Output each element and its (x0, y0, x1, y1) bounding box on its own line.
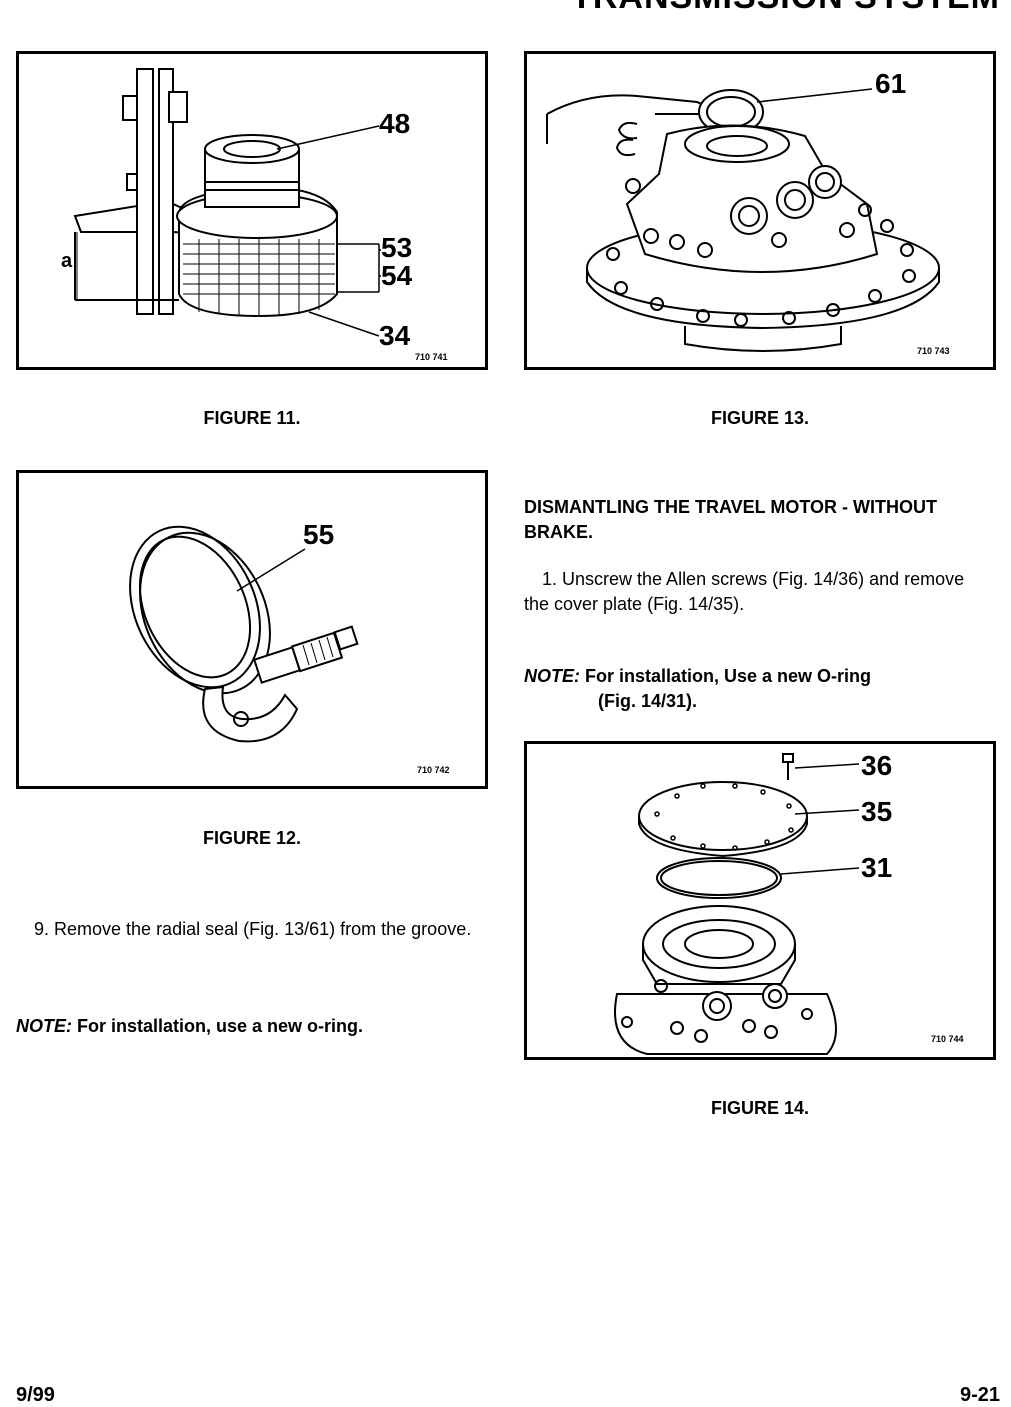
footer-date: 9/99 (16, 1384, 55, 1406)
callout-53: 53 (381, 232, 413, 263)
figure-13-caption: FIGURE 13. (710, 408, 810, 428)
figure-11-box: 48 53 54 34 a 710 741 (16, 51, 488, 370)
figure-12-code: 710 742 (417, 765, 450, 775)
figure-14-caption: FIGURE 14. (710, 1098, 810, 1118)
figure-13-box: 61 710 743 (524, 51, 996, 370)
figure-14-box: 36 35 31 710 744 (524, 741, 996, 1060)
callout-35: 35 (861, 796, 893, 827)
figure-12-box: 55 710 742 (16, 470, 488, 789)
dimension-a-label: a (61, 250, 73, 272)
figure-11-caption: FIGURE 11. (203, 408, 301, 428)
section-heading: DISMANTLING THE TRAVEL MOTOR - WITHOUT B… (524, 497, 937, 542)
callout-34: 34 (379, 320, 411, 351)
callout-31: 31 (861, 852, 893, 883)
step-9-text: 9. Remove the radial seal (Fig. 13/61) f… (34, 919, 472, 939)
page-header-title: TRANSMISSION SYSTEM (520, 0, 1000, 17)
callout-36: 36 (861, 750, 893, 781)
figure-13-illustration (546, 88, 940, 352)
callout-54: 54 (381, 260, 413, 291)
left-note: NOTE: For installation, use a new o-ring… (16, 1014, 486, 1039)
footer-page-number: 9-21 (959, 1384, 1000, 1406)
right-note-line-1: For installation, Use a new O-ring (580, 666, 872, 686)
left-note-lead: NOTE: (16, 1016, 72, 1036)
right-note-lead: NOTE: (524, 666, 580, 686)
right-note: NOTE: For installation, Use a new O-ring… (524, 664, 994, 714)
figure-14-code: 710 744 (931, 1034, 964, 1044)
callout-55: 55 (303, 519, 335, 550)
figure-12-illustration (129, 525, 359, 743)
figure-13-code: 710 743 (917, 346, 950, 356)
step-1-text: 1. Unscrew the Allen screws (Fig. 14/36)… (524, 569, 965, 614)
figure-12-caption: FIGURE 12. (202, 828, 302, 848)
right-note-line-2: (Fig. 14/31). (598, 691, 698, 711)
callout-61: 61 (875, 68, 907, 99)
callout-48: 48 (379, 108, 411, 139)
figure-11-code: 710 741 (415, 352, 448, 362)
figure-11-illustration (73, 68, 381, 337)
figure-14-illustration (614, 753, 860, 1055)
left-note-body: For installation, use a new o-ring. (72, 1016, 364, 1036)
